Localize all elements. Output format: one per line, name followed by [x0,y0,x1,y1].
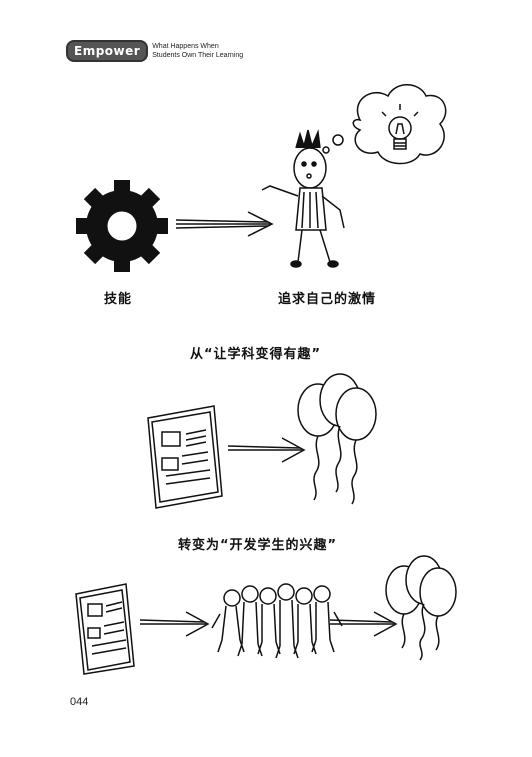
caption-pursue-passion: 追求自己的激情 [278,292,377,307]
arrow-icon [329,611,398,637]
book-brand-badge: Empower [66,40,149,62]
document-icon [75,583,135,675]
document-icon [147,405,223,509]
lightbulb-icon [381,104,419,150]
caption-skill: 技能 [104,292,133,307]
running-header: Empower What Happens When Students Own T… [66,40,243,62]
caption-from-interesting: 从“让学科变得有趣” [190,347,322,362]
arrow-icon [227,437,306,463]
caption-to-develop-interest: 转变为“开发学生的兴趣” [178,538,338,553]
thought-bubble-icon [322,84,447,165]
page-number: 044 [70,696,89,708]
book-subtitle: What Happens When Students Own Their Lea… [152,42,243,60]
arrow-icon [175,211,274,237]
student-group-icon [211,583,343,659]
balloons-icon [385,555,457,661]
balloons-icon [297,373,377,505]
arrow-icon [139,611,210,637]
subtitle-line-2: Students Own Their Learning [152,52,244,59]
gear-icon [76,180,168,272]
subtitle-line-1: What Happens When [152,43,219,50]
person-icon [261,129,345,268]
